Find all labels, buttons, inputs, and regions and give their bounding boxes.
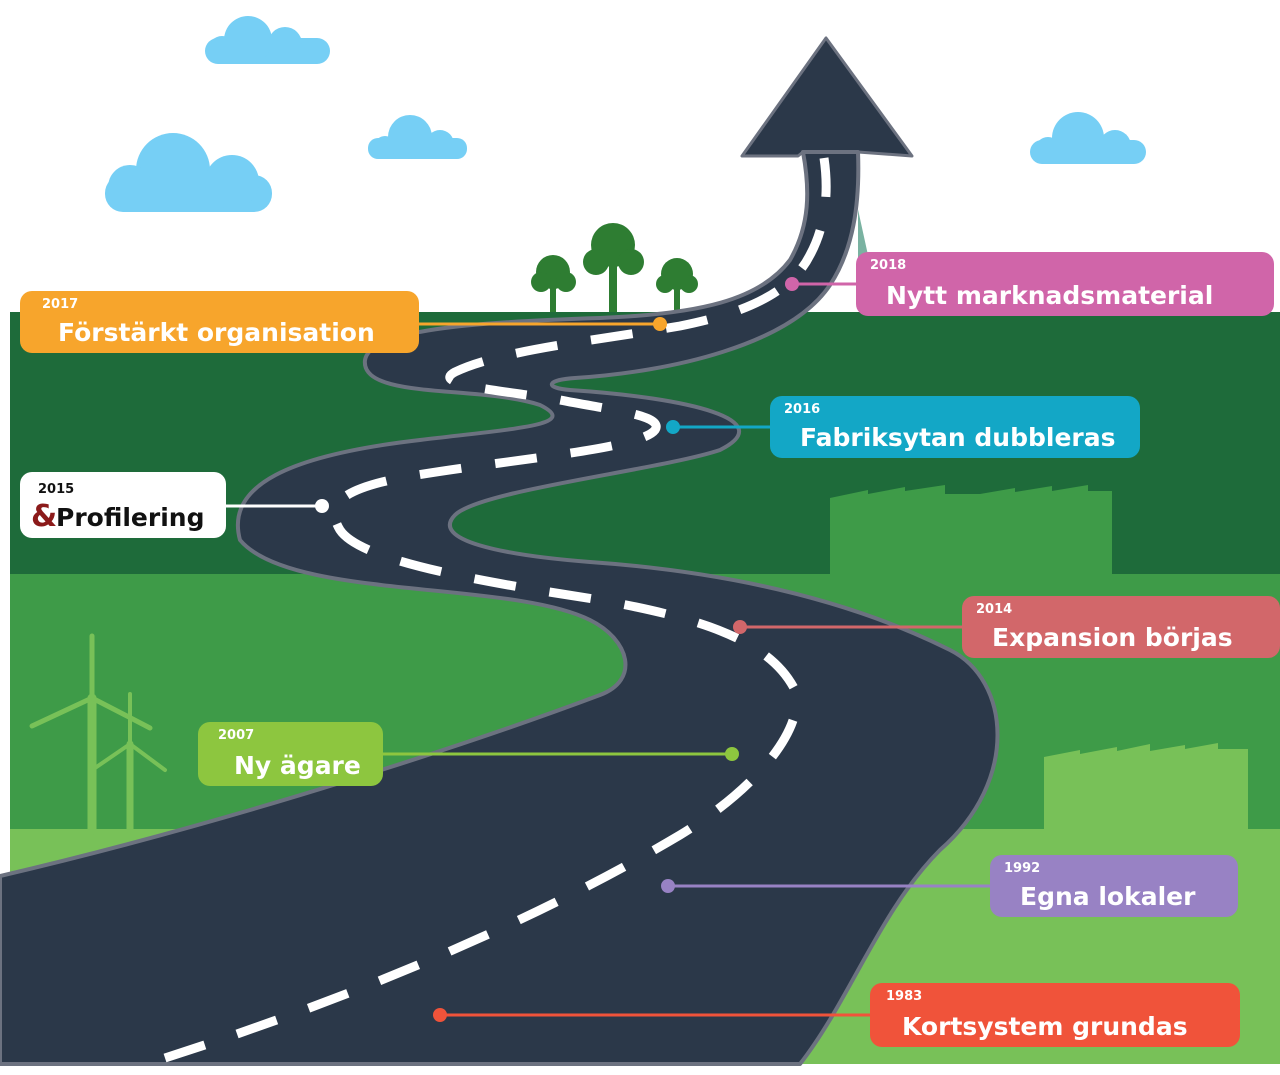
milestone-dot-2015: [315, 499, 329, 513]
milestone-label-2014: 2014 Expansion börjas: [962, 596, 1280, 658]
road: [0, 150, 1000, 1066]
milestone-year: 2017: [42, 297, 79, 312]
milestone-label-2018: 2018 Nytt marknadsmaterial: [856, 252, 1274, 316]
milestone-year: 2015: [38, 482, 75, 497]
milestone-title: Egna lokaler: [1020, 882, 1196, 911]
milestone-title: Profilering: [56, 503, 205, 532]
milestone-dot-2018: [785, 277, 799, 291]
milestone-year: 1983: [886, 989, 923, 1004]
milestone-year: 2007: [218, 728, 255, 743]
cloud-icon: [205, 16, 330, 64]
milestone-label-1983: 1983 Kortsystem grundas: [870, 983, 1240, 1047]
milestone-year: 2018: [870, 258, 907, 273]
milestone-label-2017: 2017 Förstärkt organisation: [20, 291, 419, 353]
factory-back: [830, 485, 1112, 578]
milestone-label-2007: 2007 Ny ägare: [198, 722, 383, 786]
milestone-title: Nytt marknadsmaterial: [886, 281, 1214, 310]
clouds: [105, 16, 1146, 212]
wind-turbine-icon: [29, 633, 153, 835]
milestone-dot-2017: [653, 317, 667, 331]
milestone-dot-2014: [733, 620, 747, 634]
milestone-year: 2014: [976, 602, 1013, 617]
tree-icon: [583, 223, 644, 312]
cloud-icon: [1030, 112, 1146, 164]
ampersand-glyph: &: [31, 499, 58, 534]
milestone-title: Ny ägare: [234, 751, 361, 780]
tree-icon: [531, 255, 576, 312]
milestone-year: 2016: [784, 402, 821, 417]
milestone-dot-2007: [725, 747, 739, 761]
cloud-icon: [105, 133, 272, 212]
milestone-label-2015: 2015 & Profilering: [20, 472, 226, 538]
wind-turbines: [29, 633, 167, 835]
tree-icon: [656, 258, 698, 312]
milestone-title: Fabriksytan dubbleras: [800, 423, 1116, 452]
milestone-title: Kortsystem grundas: [902, 1012, 1188, 1041]
road-centre-line: [163, 157, 831, 1063]
connectors: [226, 282, 990, 1017]
milestone-dots: [315, 277, 799, 1022]
trees: [531, 223, 698, 312]
milestone-label-2016: 2016 Fabriksytan dubbleras: [770, 396, 1140, 458]
milestone-dot-2016: [666, 420, 680, 434]
milestone-label-1992: 1992 Egna lokaler: [990, 855, 1238, 917]
milestone-title: Expansion börjas: [992, 623, 1233, 652]
wind-turbine-icon: [93, 692, 167, 834]
milestone-title: Förstärkt organisation: [58, 318, 375, 347]
milestone-dot-1983: [433, 1008, 447, 1022]
milestone-year: 1992: [1004, 861, 1041, 876]
cloud-icon: [368, 115, 467, 159]
factory-front: [1044, 743, 1248, 832]
milestone-dot-1992: [661, 879, 675, 893]
